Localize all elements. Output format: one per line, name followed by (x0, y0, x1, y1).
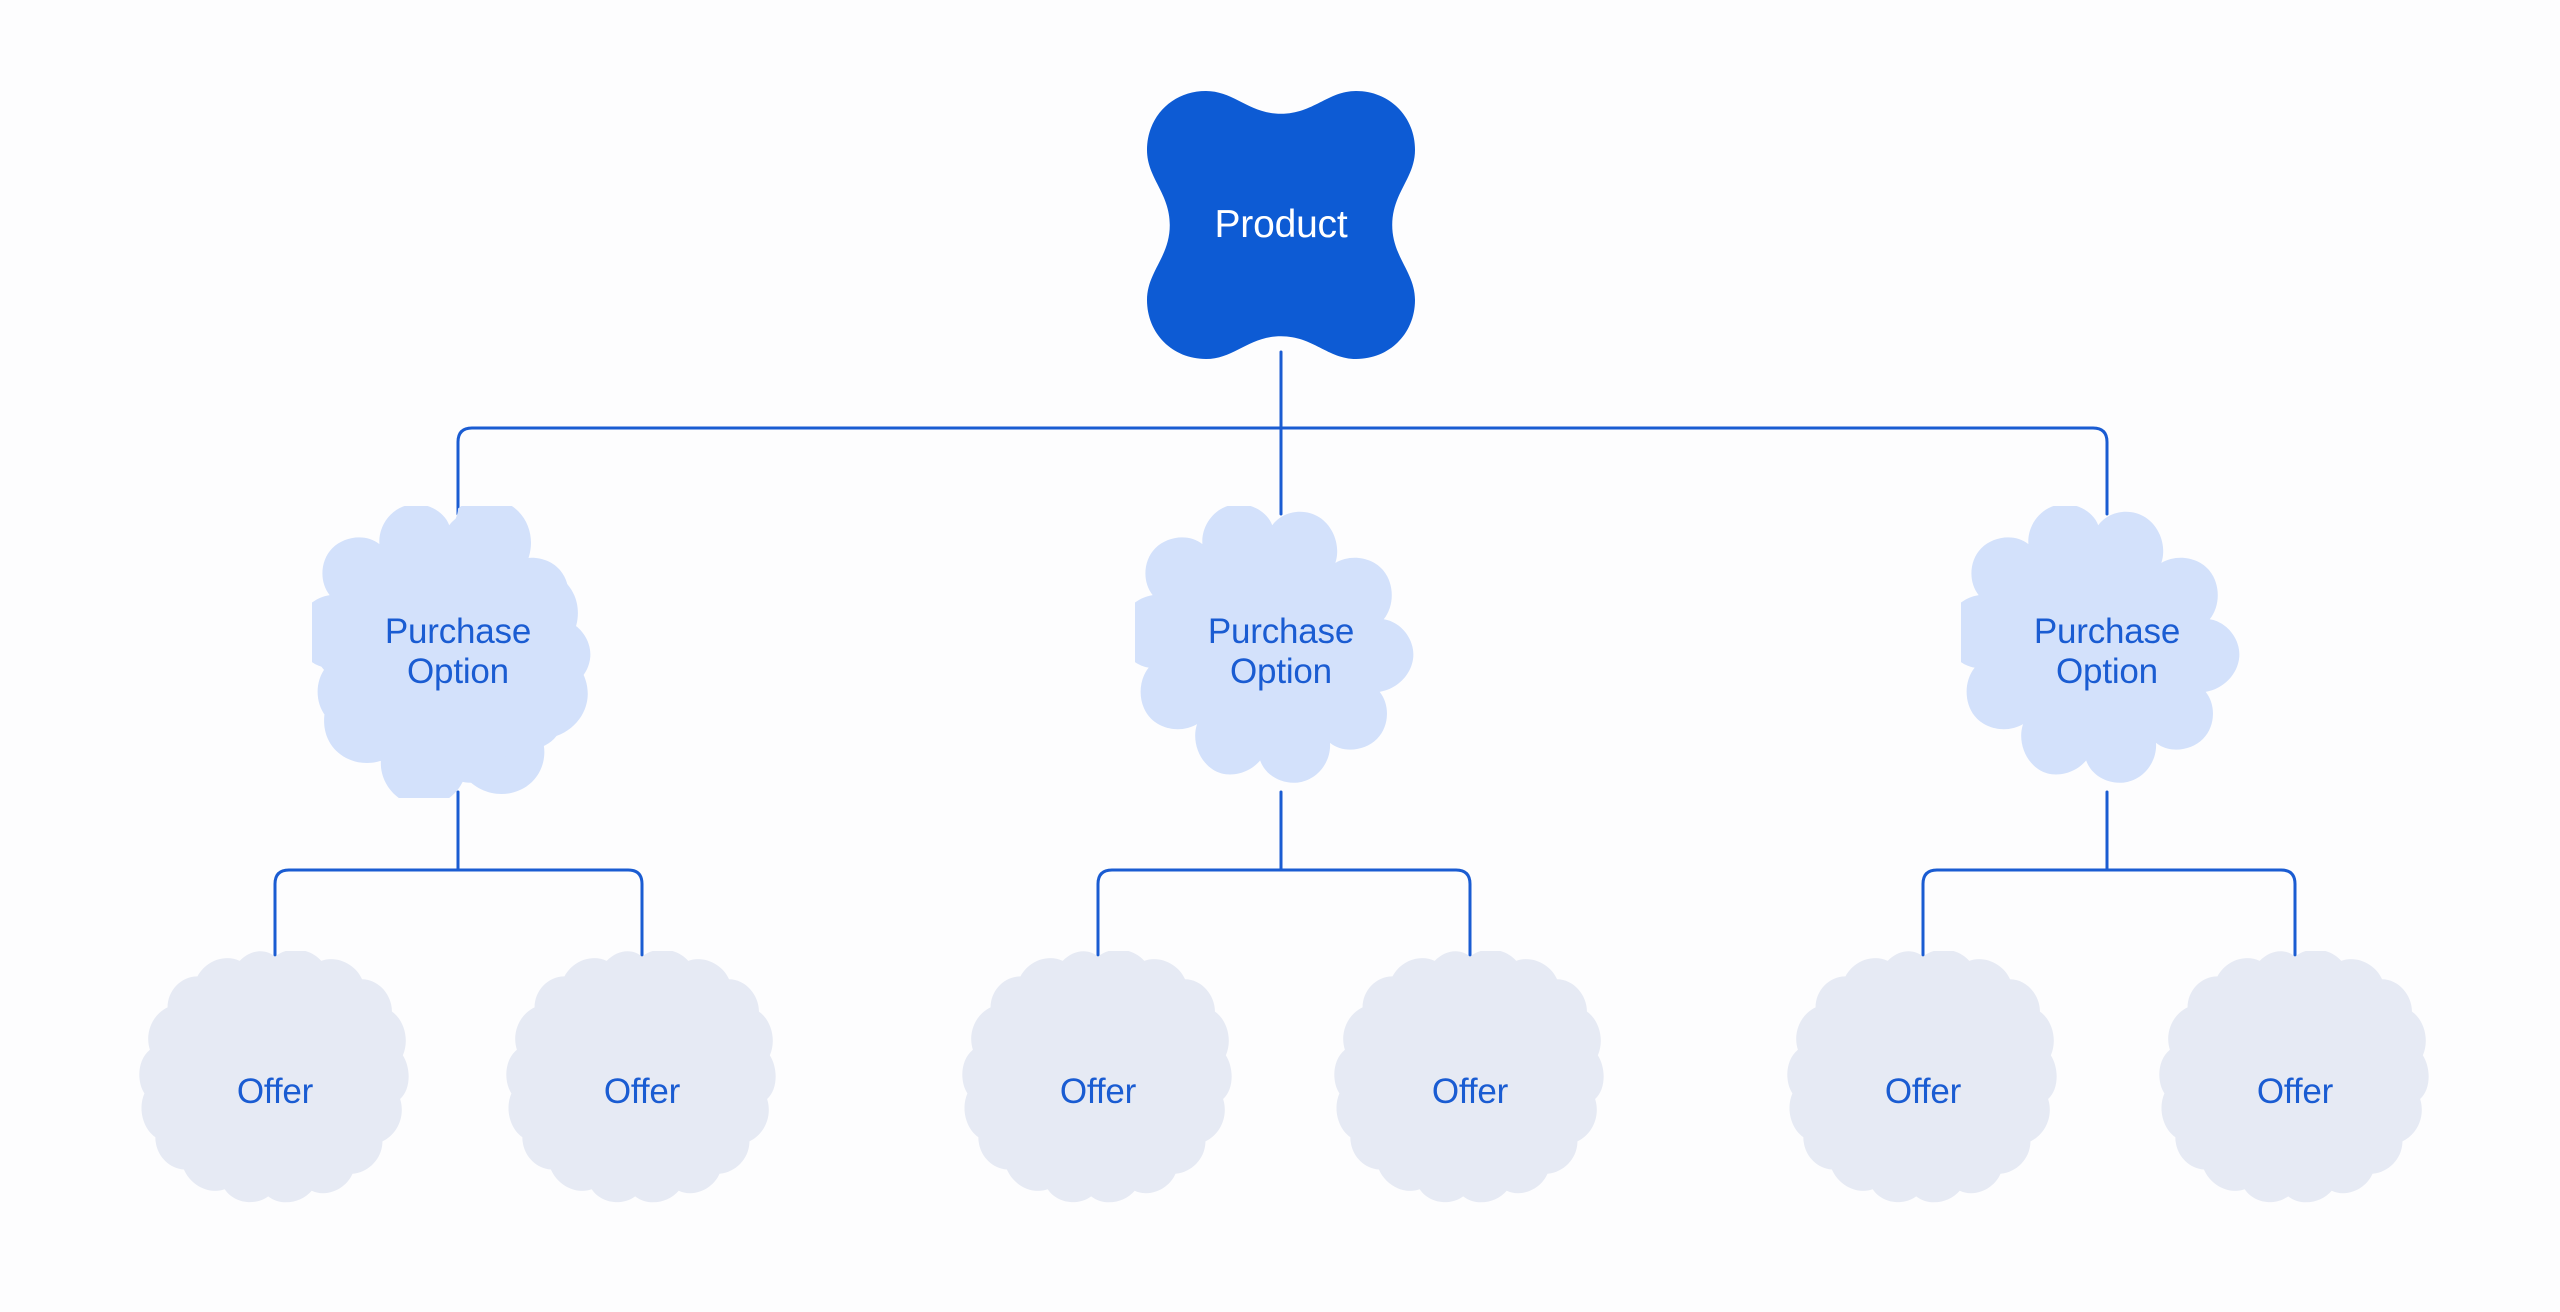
purchase-option-blob-shape (1135, 506, 1414, 783)
node-offer-6[interactable]: Offer (2159, 951, 2431, 1233)
offer-blob-shape (1787, 951, 2057, 1203)
edge-purchase-option-3-to-offer-6 (2105, 868, 2297, 958)
node-offer-5[interactable]: Offer (1787, 951, 2059, 1233)
edge-product-to-purchase-option-1 (456, 426, 1283, 516)
offer-blob-shape (962, 951, 1232, 1203)
node-purchase-option-2[interactable]: Purchase Option (1135, 506, 1427, 798)
offer-blob-shape (1334, 951, 1604, 1203)
purchase-option-blob-shape (312, 506, 591, 798)
offer-blob-shape (139, 951, 409, 1203)
node-product[interactable]: Product (1147, 91, 1415, 359)
edge-purchase-option-2-to-offer-3 (1096, 868, 1283, 958)
node-offer-3[interactable]: Offer (962, 951, 1234, 1233)
offer-blob-shape (2159, 951, 2429, 1203)
node-purchase-option-3[interactable]: Purchase Option (1961, 506, 2253, 798)
node-offer-2[interactable]: Offer (506, 951, 778, 1233)
edge-purchase-option-3-to-offer-5 (1921, 868, 2109, 958)
edge-purchase-option-2-to-offer-4 (1279, 868, 1472, 958)
purchase-option-blob-shape (1961, 506, 2240, 783)
offer-blob-shape (506, 951, 776, 1203)
edge-purchase-option-1-to-offer-2 (456, 868, 644, 958)
node-offer-4[interactable]: Offer (1334, 951, 1606, 1233)
edge-product-to-purchase-option-3 (1279, 426, 2109, 516)
node-purchase-option-1[interactable]: Purchase Option (312, 506, 604, 798)
edge-purchase-option-1-to-offer-1 (273, 868, 460, 958)
node-offer-1[interactable]: Offer (139, 951, 411, 1233)
product-blob-shape (1147, 91, 1415, 359)
